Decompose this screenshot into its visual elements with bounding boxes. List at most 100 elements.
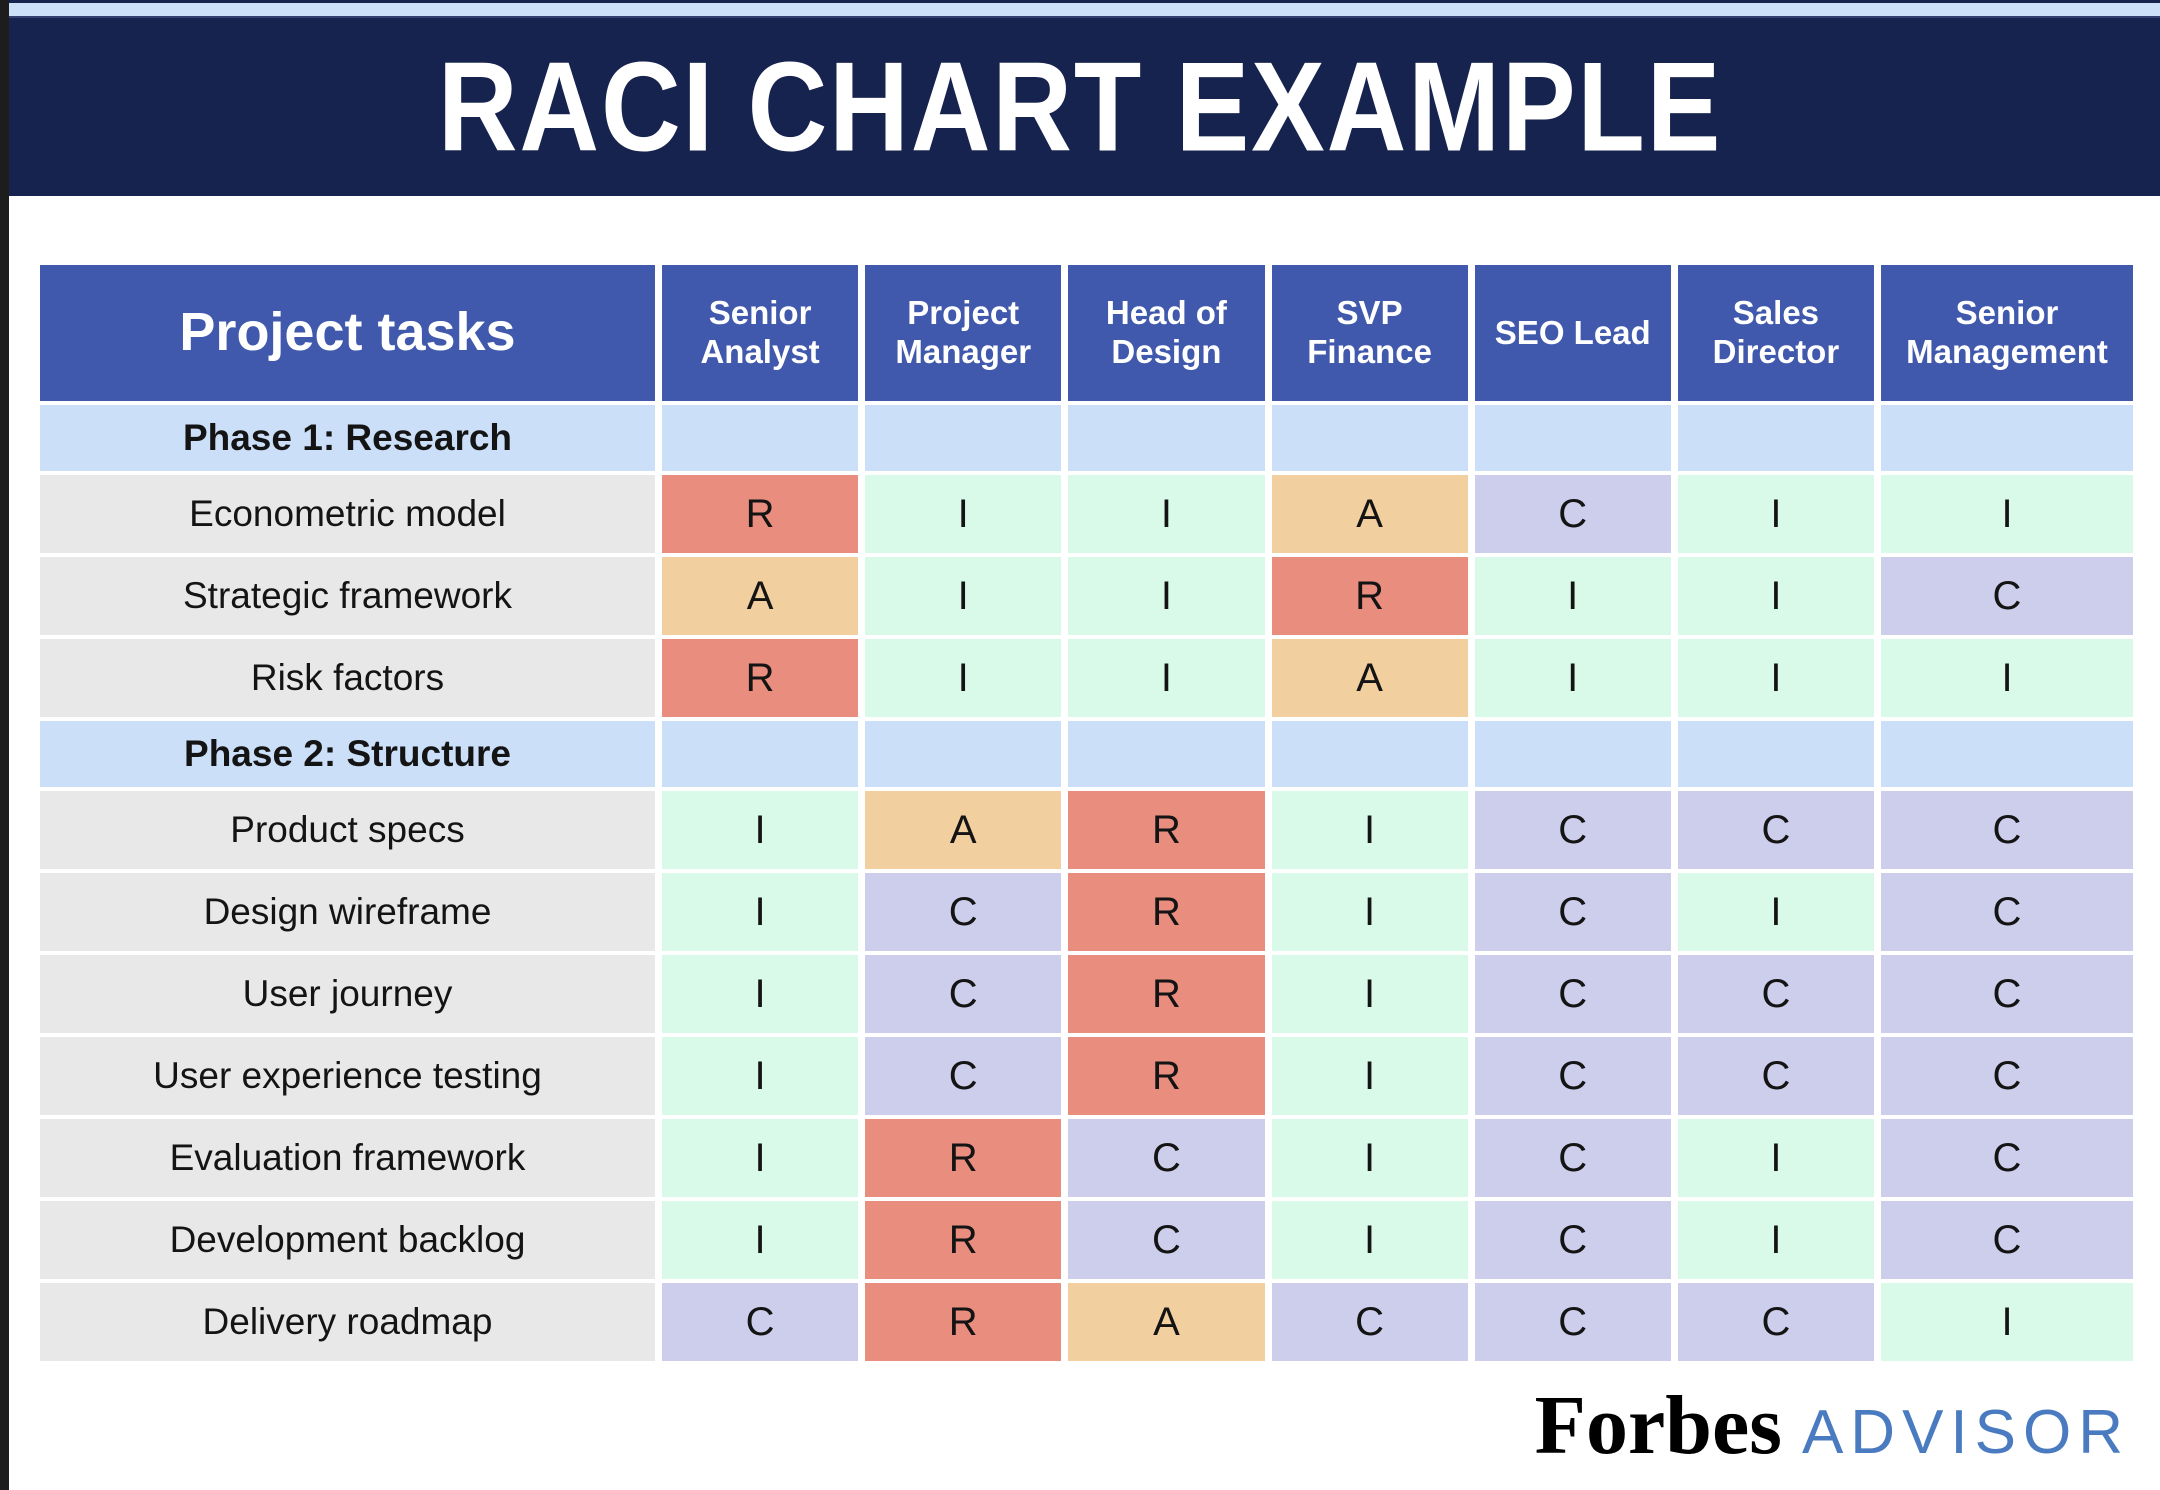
- raci-cell-R: R: [1068, 873, 1265, 951]
- phase-row-empty-cell: [1677, 405, 1874, 471]
- raci-cell-C: C: [1881, 873, 2133, 951]
- raci-cell-I: I: [662, 1119, 859, 1197]
- raci-cell-R: R: [662, 475, 859, 553]
- task-row-label: Delivery roadmap: [40, 1283, 655, 1361]
- raci-cell-R: R: [662, 639, 859, 717]
- top-accent-strip: [0, 3, 2160, 16]
- raci-cell-C: C: [1474, 1201, 1671, 1279]
- raci-cell-C: C: [1677, 1037, 1874, 1115]
- phase-row-empty-cell: [865, 405, 1062, 471]
- raci-cell-I: I: [1271, 791, 1468, 869]
- raci-cell-I: I: [1271, 955, 1468, 1033]
- raci-cell-C: C: [865, 873, 1062, 951]
- raci-cell-C: C: [1677, 1283, 1874, 1361]
- screenshot-edge-strip: [0, 0, 9, 1490]
- raci-cell-C: C: [1677, 791, 1874, 869]
- raci-cell-I: I: [1068, 557, 1265, 635]
- raci-cell-I: I: [1677, 873, 1874, 951]
- raci-cell-C: C: [865, 955, 1062, 1033]
- column-header: Sales Director: [1677, 265, 1874, 401]
- phase-row-empty-cell: [1474, 405, 1671, 471]
- phase-row-empty-cell: [1881, 405, 2133, 471]
- raci-cell-C: C: [1677, 955, 1874, 1033]
- raci-cell-C: C: [865, 1037, 1062, 1115]
- phase-row-label: Phase 1: Research: [40, 405, 655, 471]
- raci-cell-I: I: [1068, 475, 1265, 553]
- raci-cell-R: R: [865, 1119, 1062, 1197]
- forbes-wordmark: Forbes: [1534, 1379, 1782, 1472]
- raci-cell-C: C: [1881, 1119, 2133, 1197]
- phase-row-empty-cell: [1068, 721, 1265, 787]
- raci-cell-I: I: [1677, 639, 1874, 717]
- raci-cell-C: C: [1474, 873, 1671, 951]
- raci-cell-I: I: [865, 475, 1062, 553]
- task-row-label: Design wireframe: [40, 873, 655, 951]
- task-row-label: Development backlog: [40, 1201, 655, 1279]
- raci-cell-A: A: [1271, 639, 1468, 717]
- phase-row-empty-cell: [1677, 721, 1874, 787]
- raci-cell-C: C: [1271, 1283, 1468, 1361]
- column-header: SEO Lead: [1474, 265, 1671, 401]
- column-header: Senior Management: [1881, 265, 2133, 401]
- task-row-label: Product specs: [40, 791, 655, 869]
- phase-row-label: Phase 2: Structure: [40, 721, 655, 787]
- task-row-label: Econometric model: [40, 475, 655, 553]
- column-header: Head of Design: [1068, 265, 1265, 401]
- raci-cell-I: I: [662, 955, 859, 1033]
- phase-row-empty-cell: [662, 721, 859, 787]
- top-border-line: [0, 0, 2160, 3]
- raci-cell-R: R: [865, 1283, 1062, 1361]
- raci-cell-I: I: [1474, 557, 1671, 635]
- raci-cell-C: C: [1474, 1037, 1671, 1115]
- raci-cell-I: I: [1271, 1037, 1468, 1115]
- raci-cell-I: I: [1068, 639, 1265, 717]
- raci-cell-C: C: [1474, 955, 1671, 1033]
- phase-row-empty-cell: [1881, 721, 2133, 787]
- raci-cell-C: C: [1068, 1201, 1265, 1279]
- raci-cell-C: C: [1881, 1037, 2133, 1115]
- raci-cell-C: C: [1881, 955, 2133, 1033]
- raci-cell-I: I: [1677, 475, 1874, 553]
- forbes-advisor-logo: Forbes ADVISOR: [0, 1377, 2160, 1474]
- raci-cell-A: A: [662, 557, 859, 635]
- phase-row-empty-cell: [662, 405, 859, 471]
- raci-cell-R: R: [865, 1201, 1062, 1279]
- raci-cell-I: I: [662, 873, 859, 951]
- phase-row-empty-cell: [1068, 405, 1265, 471]
- raci-cell-I: I: [865, 639, 1062, 717]
- raci-cell-C: C: [1474, 1283, 1671, 1361]
- task-row-label: Risk factors: [40, 639, 655, 717]
- page-title: RACI CHART EXAMPLE: [437, 35, 1723, 179]
- raci-cell-C: C: [1474, 475, 1671, 553]
- raci-cell-I: I: [1677, 557, 1874, 635]
- column-header-project-tasks: Project tasks: [40, 265, 655, 401]
- raci-cell-C: C: [1881, 791, 2133, 869]
- column-header: Project Manager: [865, 265, 1062, 401]
- raci-cell-I: I: [1271, 873, 1468, 951]
- raci-cell-C: C: [662, 1283, 859, 1361]
- phase-row-empty-cell: [865, 721, 1062, 787]
- phase-row-empty-cell: [1474, 721, 1671, 787]
- raci-cell-R: R: [1068, 791, 1265, 869]
- raci-cell-C: C: [1474, 791, 1671, 869]
- raci-cell-C: C: [1068, 1119, 1265, 1197]
- raci-cell-A: A: [1271, 475, 1468, 553]
- raci-cell-I: I: [1474, 639, 1671, 717]
- raci-cell-C: C: [1881, 1201, 2133, 1279]
- title-banner: RACI CHART EXAMPLE: [0, 16, 2160, 196]
- raci-cell-I: I: [1677, 1201, 1874, 1279]
- raci-cell-I: I: [1881, 1283, 2133, 1361]
- raci-cell-I: I: [662, 1037, 859, 1115]
- raci-cell-R: R: [1271, 557, 1468, 635]
- task-row-label: Strategic framework: [40, 557, 655, 635]
- raci-cell-R: R: [1068, 1037, 1265, 1115]
- column-header: SVP Finance: [1271, 265, 1468, 401]
- raci-cell-C: C: [1474, 1119, 1671, 1197]
- raci-cell-I: I: [1271, 1201, 1468, 1279]
- raci-cell-I: I: [662, 791, 859, 869]
- task-row-label: Evaluation framework: [40, 1119, 655, 1197]
- column-header: Senior Analyst: [662, 265, 859, 401]
- raci-cell-I: I: [662, 1201, 859, 1279]
